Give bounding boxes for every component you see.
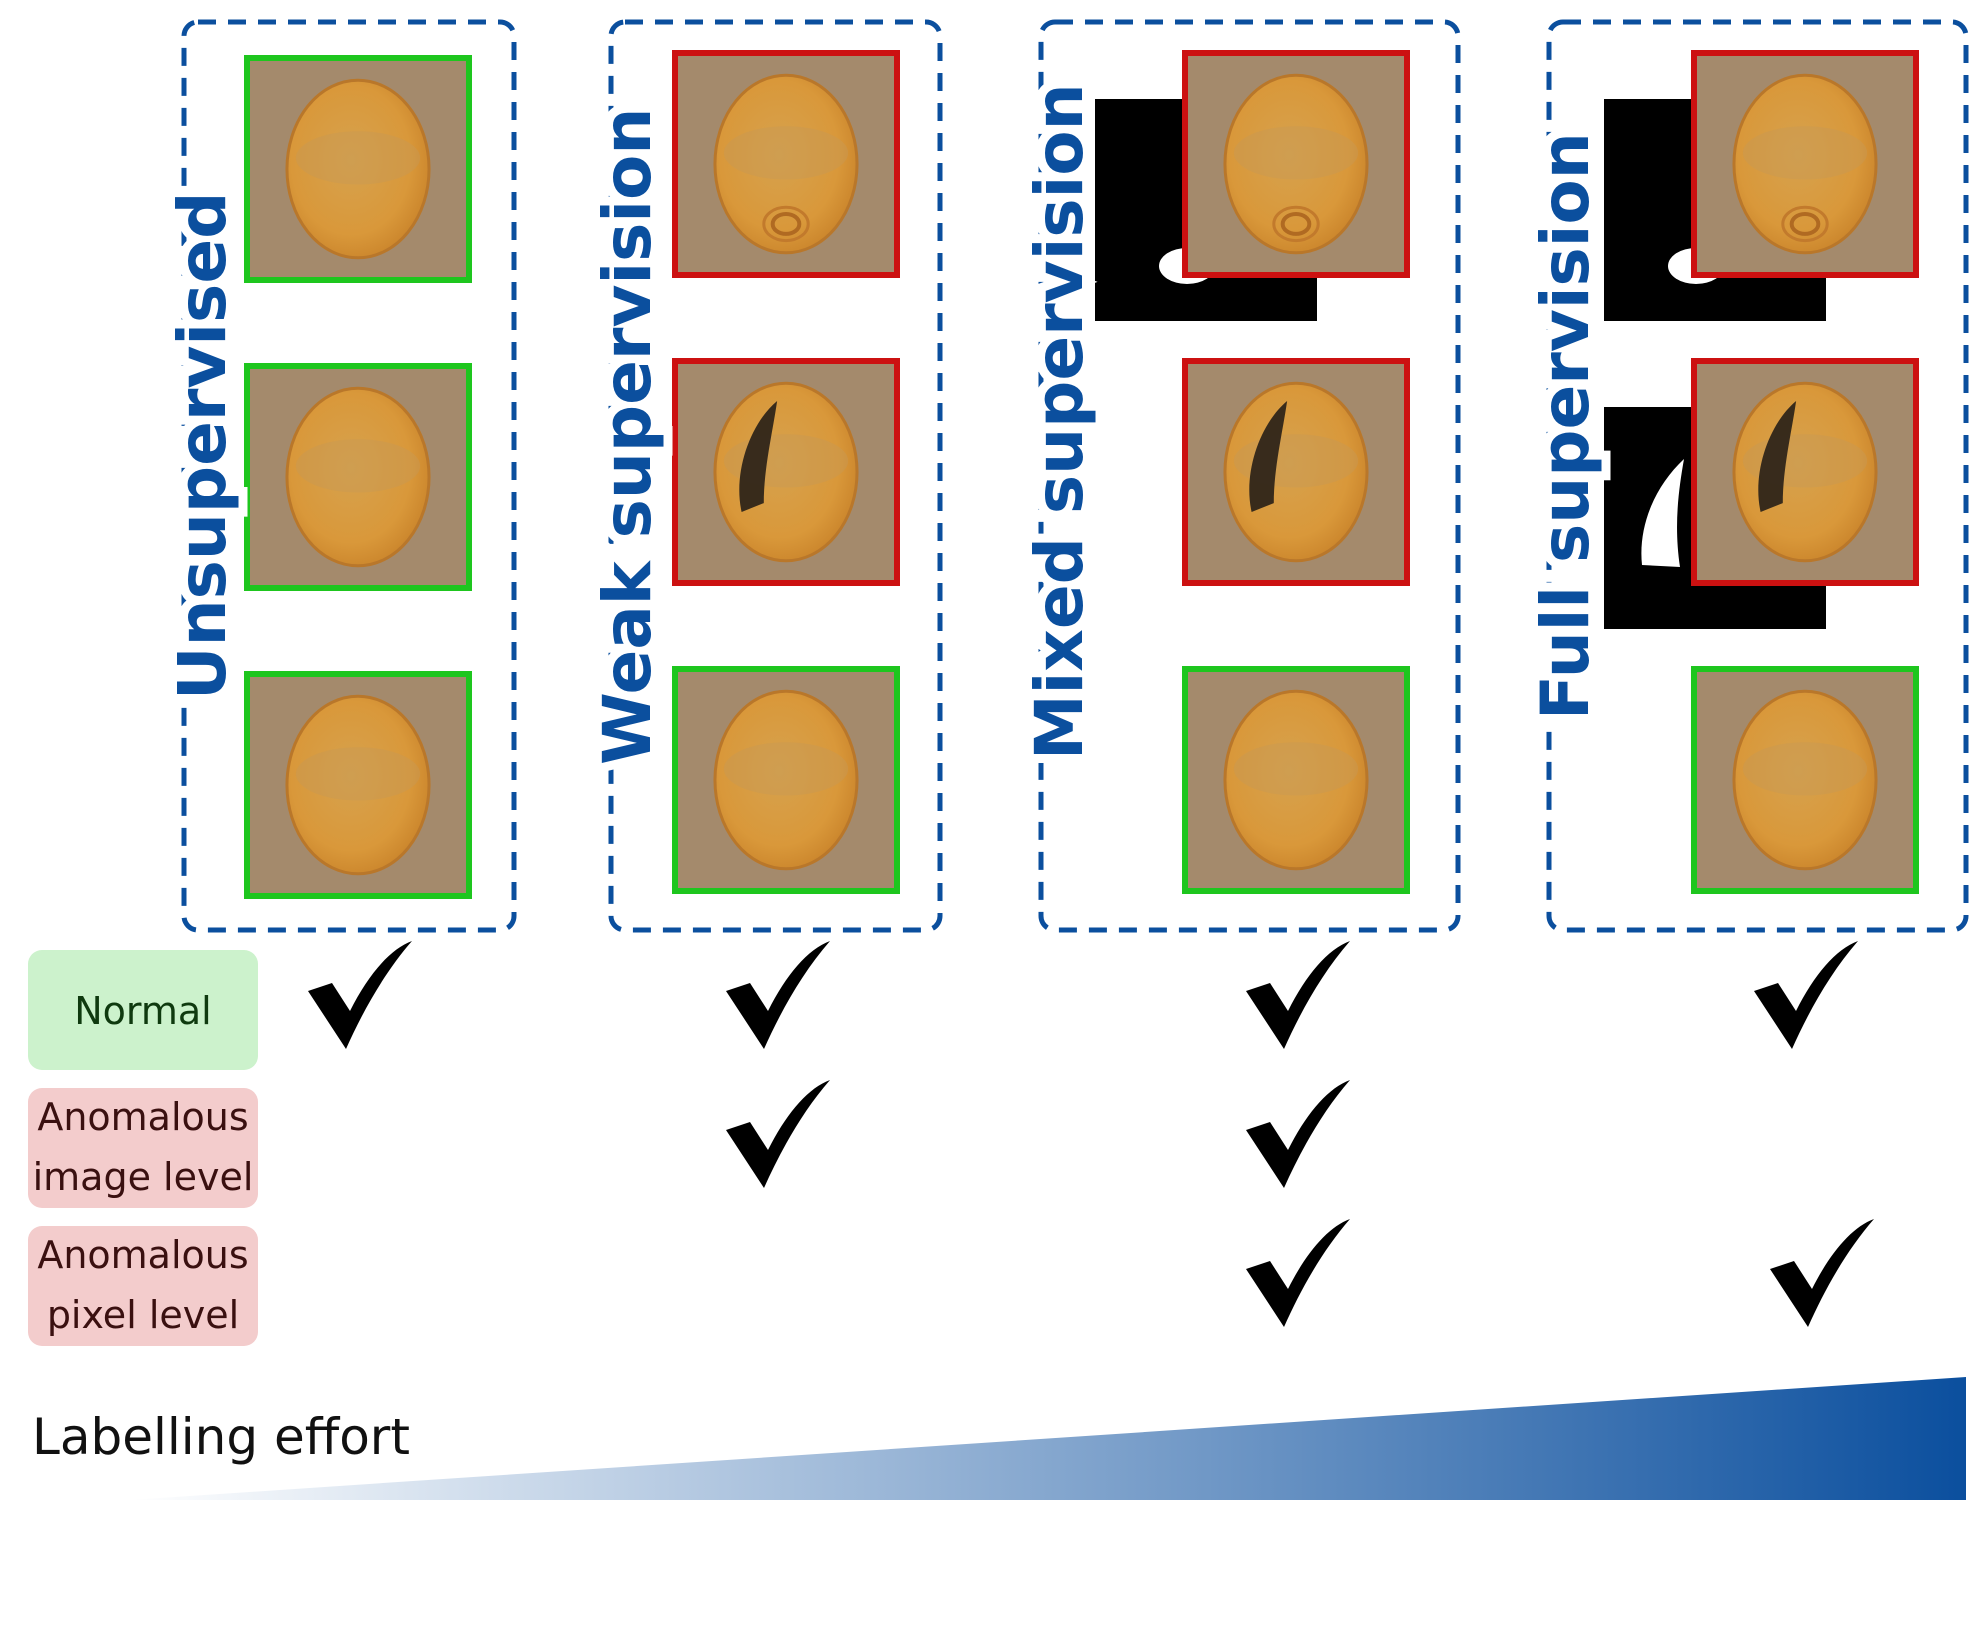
sample-image-capsule (1732, 381, 1878, 563)
sample-image-defect (1758, 400, 1797, 512)
sample-image-highlight (1742, 126, 1868, 180)
row-label-2: Anomalous pixel level (28, 1226, 258, 1346)
column-frame (181, 19, 517, 933)
sample-image-capsule (285, 386, 431, 568)
sample-image-highlight (1742, 742, 1868, 796)
row-label-box (28, 1226, 258, 1346)
sample-image-highlight (1233, 126, 1359, 180)
sample-image-highlight (723, 126, 849, 180)
normal-sample-frame (244, 55, 472, 283)
column-frame (608, 19, 943, 933)
anomalous-sample-frame (672, 358, 900, 586)
checkmark-icon (726, 941, 830, 1049)
anomalous-sample-frame (1691, 50, 1919, 278)
sample-image-highlight (295, 439, 421, 493)
column-0: Unsupervised (155, 19, 517, 933)
sample-image-defect (1789, 211, 1821, 236)
row-label-text: pixel level (47, 1293, 239, 1337)
row-label-0: Normal (28, 950, 258, 1070)
column-1: Weak supervision (580, 19, 943, 933)
row-label-box (28, 950, 258, 1070)
column-2: Mixed supervision (1012, 19, 1461, 933)
checkmark-icon (1246, 1219, 1350, 1327)
checkmark-icon (1246, 1080, 1350, 1188)
sample-image-capsule (1732, 689, 1878, 871)
checkmark-icon (308, 941, 412, 1049)
normal-sample-frame (244, 671, 472, 899)
sample-image-defect (1249, 400, 1288, 512)
sample-image-highlight (295, 747, 421, 801)
sample-image-defect-ring (762, 205, 810, 243)
row-label-text: Anomalous (37, 1233, 248, 1277)
column-title: Unsupervised (164, 192, 241, 700)
column-title: Mixed supervision (1021, 83, 1098, 760)
anomalous-sample-frame (672, 50, 900, 278)
sample-image-capsule (285, 78, 431, 260)
normal-sample-frame (244, 363, 472, 591)
anomalous-sample-frame (1182, 50, 1410, 278)
sample-image-capsule (1223, 381, 1369, 563)
column-frame (1546, 19, 1969, 933)
row-label-text: Anomalous (37, 1095, 248, 1139)
anomalous-sample-frame (1182, 358, 1410, 586)
normal-sample-frame (1182, 666, 1410, 894)
sample-image-capsule (1223, 73, 1369, 255)
column-3: Full supervision (1518, 19, 1969, 933)
sample-image-defect (770, 211, 802, 236)
sample-image-defect (739, 400, 778, 512)
row-label-box (28, 1088, 258, 1208)
sample-image-capsule (1732, 73, 1878, 255)
sample-image-defect-ring (1272, 205, 1320, 243)
checkmark-icon (1246, 941, 1350, 1049)
column-title: Weak supervision (589, 108, 666, 765)
sample-image-defect (1280, 211, 1312, 236)
checkmark-icon (726, 1080, 830, 1188)
labelling-effort-label: Labelling effort (32, 1408, 410, 1466)
sample-image-capsule (285, 694, 431, 876)
sample-image-capsule (1223, 689, 1369, 871)
column-frame (1038, 19, 1461, 933)
row-label-text: image level (33, 1155, 254, 1199)
normal-sample-frame (1691, 666, 1919, 894)
sample-image-highlight (1233, 742, 1359, 796)
segmentation-mask-blob (1641, 459, 1684, 567)
labelling-effort-wedge (130, 1377, 1966, 1500)
checkmark-icon (1754, 941, 1858, 1049)
normal-sample-frame (672, 666, 900, 894)
sample-image-highlight (295, 131, 421, 185)
sample-image-capsule (713, 689, 859, 871)
row-label-1: Anomalous image level (28, 1088, 258, 1208)
checkmark-icon (1770, 1219, 1874, 1327)
row-label-text: Normal (74, 989, 212, 1033)
sample-image-capsule (713, 73, 859, 255)
column-title: Full supervision (1527, 132, 1604, 720)
anomalous-sample-frame (1691, 358, 1919, 586)
sample-image-highlight (723, 742, 849, 796)
sample-image-defect-ring (1781, 205, 1829, 243)
sample-image-capsule (713, 381, 859, 563)
